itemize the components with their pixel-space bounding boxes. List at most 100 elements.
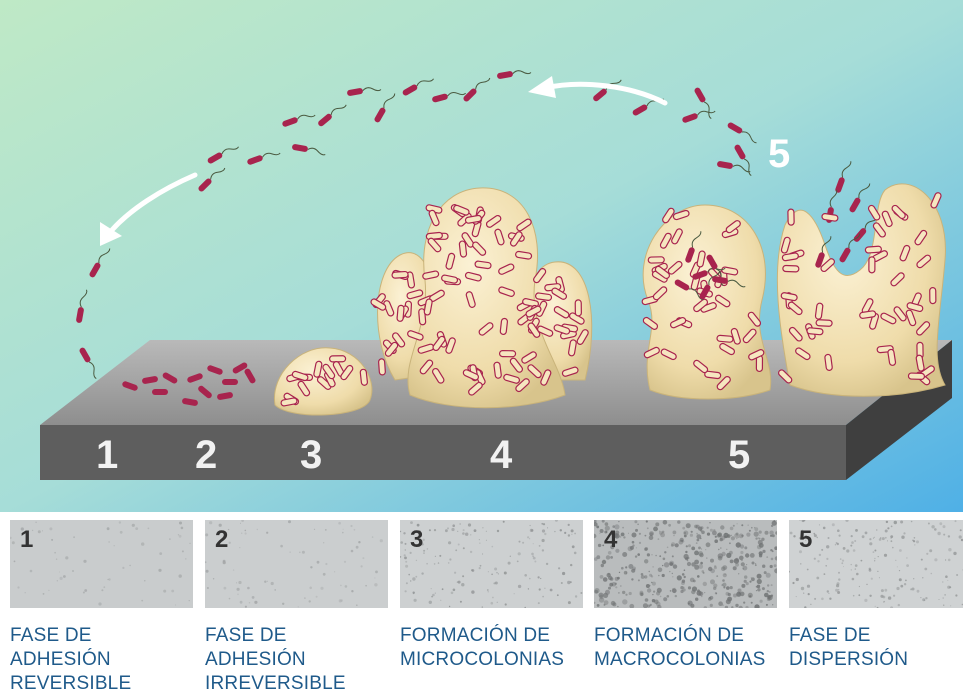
bacterium: [916, 321, 931, 336]
bacterium: [458, 240, 468, 258]
stage-number-1: 1: [96, 433, 118, 477]
bacterium: [693, 359, 709, 374]
bacterium: [880, 312, 897, 325]
bacterium: [553, 306, 570, 319]
bacterium: [887, 348, 897, 366]
bacterium: [297, 380, 311, 397]
bacterium: [788, 326, 803, 342]
bacterium: [402, 78, 434, 96]
bacterium: [916, 254, 932, 269]
bacterium: [498, 349, 517, 358]
caption-line: ADHESIÓN: [205, 649, 306, 670]
stage-number-5: 5: [728, 433, 750, 477]
bacterium: [485, 214, 502, 228]
bacterium: [291, 370, 309, 382]
bacterium: [493, 361, 502, 379]
bacterium: [567, 339, 577, 357]
bacterium: [536, 325, 554, 337]
bacterium: [534, 292, 553, 301]
caption-line: FASE DE: [10, 625, 92, 646]
bacterium: [700, 302, 717, 313]
bacterium: [340, 364, 354, 381]
bacterium: [468, 381, 483, 396]
bacterium: [893, 306, 907, 322]
bacterium: [423, 298, 433, 316]
dispersal-number: 5: [768, 132, 790, 176]
bacterium: [815, 319, 833, 327]
bacterium: [499, 317, 509, 336]
upper-arrow: [528, 76, 668, 106]
caption-line: FORMACIÓN DE: [400, 625, 551, 646]
micrograph-number: 5: [799, 526, 813, 553]
bacterium: [347, 87, 382, 96]
micrograph-number: 2: [215, 526, 229, 553]
bacterium: [748, 349, 765, 361]
bacterium: [122, 381, 138, 391]
bacterium: [432, 335, 446, 352]
bacterium: [432, 92, 467, 103]
bacterium: [322, 363, 336, 380]
bacterium: [152, 389, 168, 395]
bacterium: [498, 263, 515, 275]
bacterium: [217, 392, 233, 400]
bacterium: [742, 328, 757, 344]
bacterium: [551, 287, 568, 300]
bacterium: [370, 298, 387, 311]
bacterium: [472, 241, 487, 256]
bacterium: [864, 245, 882, 254]
bacterium: [674, 279, 704, 301]
bacterium: [859, 310, 877, 319]
bacterium: [881, 210, 893, 228]
bacterium: [162, 372, 178, 384]
bacterium: [899, 244, 911, 262]
bacterium: [391, 332, 406, 348]
bacterium: [734, 144, 752, 176]
bacterium: [445, 337, 456, 354]
bacterium: [777, 369, 793, 384]
bacteria-layer: [76, 70, 942, 407]
bacterium: [820, 258, 836, 273]
caption-line: FASE DE: [789, 625, 871, 646]
stage-number-2: 2: [195, 433, 217, 477]
bacterium: [576, 329, 589, 345]
bacterium: [527, 364, 542, 379]
bacterium: [247, 152, 281, 165]
caption-line: DISPERSIÓN: [789, 649, 909, 670]
micrograph-number: 1: [20, 526, 34, 553]
caption-line: ADHESIÓN: [10, 649, 111, 670]
bacterium: [806, 327, 824, 336]
bacterium: [849, 183, 871, 213]
bacterium: [509, 357, 524, 373]
bacterium: [915, 354, 925, 372]
bacterium: [747, 311, 762, 327]
caption-stage-5: FASE DE DISPERSIÓN: [789, 624, 908, 672]
bacterium: [527, 322, 541, 338]
bacterium: [244, 368, 256, 384]
caption-line: MICROCOLONIAS: [400, 649, 565, 670]
bacterium: [494, 228, 505, 246]
bacterium: [498, 286, 515, 297]
bacterium: [461, 232, 475, 248]
bacterium: [425, 231, 443, 241]
bacterium: [642, 316, 659, 330]
bacterium: [654, 265, 671, 280]
caption-stage-3: FORMACIÓN DE MICROCOLONIAS: [400, 624, 564, 672]
bacterium: [647, 256, 665, 264]
bacterium: [907, 372, 926, 380]
bacterium: [198, 385, 212, 399]
bacterium: [378, 358, 386, 376]
bacterium: [441, 274, 459, 284]
bacterium: [384, 341, 399, 357]
bacterium: [76, 289, 88, 323]
bacterium: [719, 342, 736, 356]
bacterium: [142, 376, 158, 384]
bacterium: [383, 300, 395, 317]
bacterium: [516, 218, 532, 232]
bacterium: [669, 316, 687, 329]
caption-stage-4: FORMACIÓN DE MACROCOLONIAS: [594, 624, 766, 672]
bacterium: [914, 229, 928, 246]
caption-line: IRREVERSIBLE: [205, 673, 346, 694]
bacterium: [835, 161, 852, 193]
bacterium: [207, 146, 239, 164]
bacterium: [667, 260, 683, 275]
